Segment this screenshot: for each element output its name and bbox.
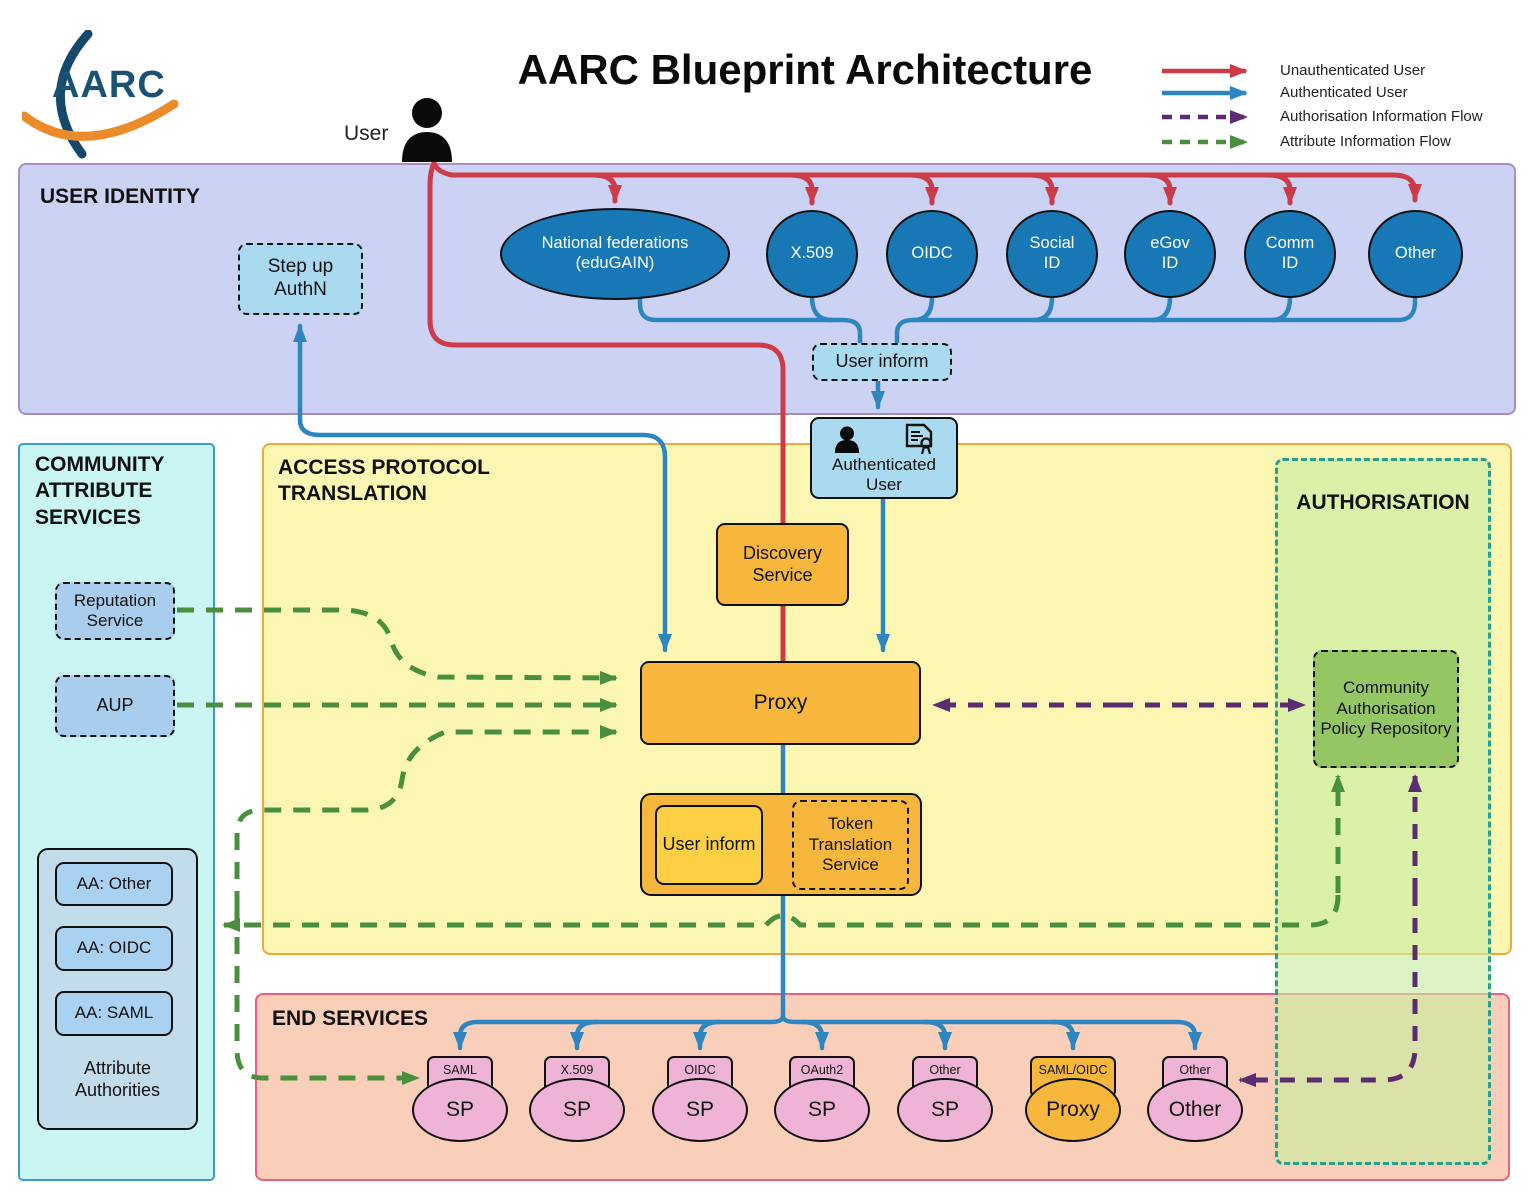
idp-x509: X.509	[766, 210, 858, 298]
page-title: AARC Blueprint Architecture	[517, 46, 1093, 93]
step-up-authn-box: Step up AuthN	[238, 243, 363, 315]
idp-national-federations: National federations (eduGAIN)	[500, 208, 730, 300]
proxy-box: Proxy	[640, 661, 921, 745]
discovery-service-box: Discovery Service	[716, 523, 849, 606]
aup-box: AUP	[55, 675, 175, 737]
legend-authorisation-flow: Authorisation Information Flow	[1280, 108, 1483, 125]
community-authorisation-policy-repository-box: Community Authorisation Policy Repositor…	[1313, 650, 1459, 768]
authenticated-user-label: Authenticated User	[832, 455, 936, 495]
end-service-other: Other	[1147, 1078, 1243, 1142]
legend-authenticated-user: Authenticated User	[1280, 84, 1408, 101]
token-translation-service-box: Token Translation Service	[792, 800, 909, 890]
idp-comm-id: Comm ID	[1244, 210, 1336, 298]
end-services-heading: END SERVICES	[272, 1007, 428, 1030]
authenticated-user-box: Authenticated User	[810, 417, 958, 499]
idp-social-id: Social ID	[1006, 210, 1098, 298]
community-attribute-services-heading: COMMUNITY ATTRIBUTE SERVICES	[35, 453, 165, 529]
authorisation-panel	[1275, 458, 1491, 1165]
aa-saml-box: AA: SAML	[55, 991, 173, 1036]
aarc-logo-text: AARC	[52, 64, 166, 106]
authorisation-heading: AUTHORISATION	[1296, 491, 1470, 514]
person-icon	[834, 425, 859, 453]
end-service-sp-saml: SP	[412, 1078, 508, 1142]
attribute-authorities-label: Attribute Authorities	[74, 1058, 161, 1100]
legend-attribute-flow: Attribute Information Flow	[1280, 133, 1451, 150]
end-service-sp-other: SP	[897, 1078, 993, 1142]
end-service-sp-oidc: SP	[652, 1078, 748, 1142]
certificate-icon	[905, 423, 932, 455]
access-protocol-translation-heading: ACCESS PROTOCOL TRANSLATION	[278, 456, 490, 506]
idp-oidc: OIDC	[886, 210, 978, 298]
user-inform-identity-box: User inform	[812, 343, 952, 381]
legend-swatches	[1162, 64, 1248, 149]
user-inform-translation-box: User inform	[655, 805, 763, 885]
user-identity-heading: USER IDENTITY	[40, 185, 200, 208]
aarc-logo-icon	[22, 30, 179, 159]
end-service-sp-oauth2: SP	[774, 1078, 870, 1142]
end-service-proxy: Proxy	[1025, 1078, 1121, 1142]
reputation-service-box: Reputation Service	[55, 582, 175, 640]
user-icon	[402, 98, 452, 162]
legend-unauthenticated-user: Unauthenticated User	[1280, 62, 1426, 79]
aa-other-box: AA: Other	[55, 862, 173, 906]
user-label: User	[344, 122, 389, 145]
idp-other: Other	[1368, 210, 1463, 298]
aa-oidc-box: AA: OIDC	[55, 926, 173, 971]
idp-egov-id: eGov ID	[1124, 210, 1216, 298]
end-service-sp-x509: SP	[529, 1078, 625, 1142]
